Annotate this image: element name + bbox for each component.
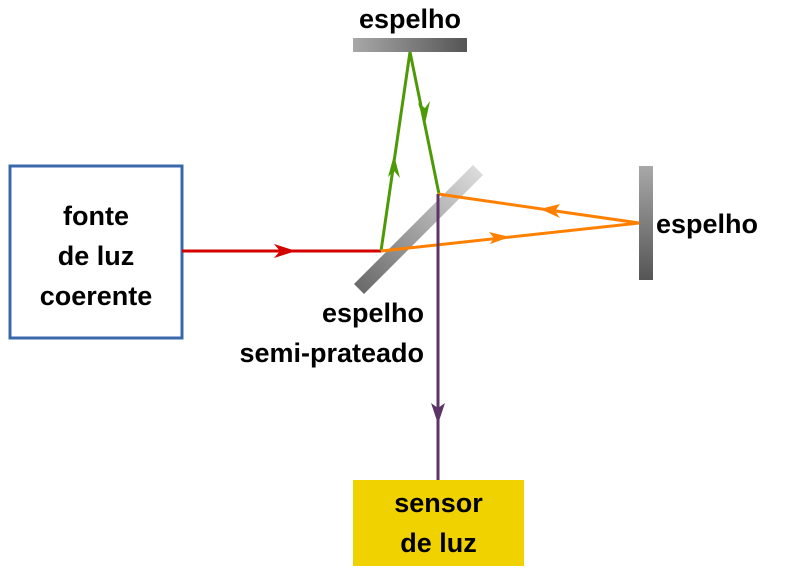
source-box — [8, 164, 184, 340]
right-mirror — [639, 166, 653, 280]
source-label-line1: fonte — [63, 201, 129, 231]
sensor-label-line2: de luz — [400, 528, 477, 558]
right-mirror-label: espelho — [656, 209, 759, 239]
source-label-line3: coerente — [39, 281, 153, 311]
red-arrow-icon — [274, 244, 296, 258]
purple-down-arrow-icon — [431, 403, 445, 424]
orange-right-arrow-icon — [489, 232, 510, 244]
orange-left-arrow-icon — [540, 204, 560, 218]
green-beam — [379, 51, 441, 252]
green-down-arrow-icon — [418, 101, 430, 124]
sensor-label-line1: sensor — [394, 488, 483, 518]
top-mirror-label: espelho — [358, 4, 462, 34]
sensor-box — [353, 480, 524, 566]
orange-beam — [380, 192, 640, 253]
splitter-label-line2: semi-prateado — [239, 338, 424, 368]
green-up-arrow-icon — [388, 155, 400, 178]
top-mirror — [353, 38, 467, 52]
beam-splitter — [354, 165, 483, 294]
source-label-line2: de luz — [57, 241, 135, 271]
splitter-label-line1: espelho — [321, 298, 424, 328]
